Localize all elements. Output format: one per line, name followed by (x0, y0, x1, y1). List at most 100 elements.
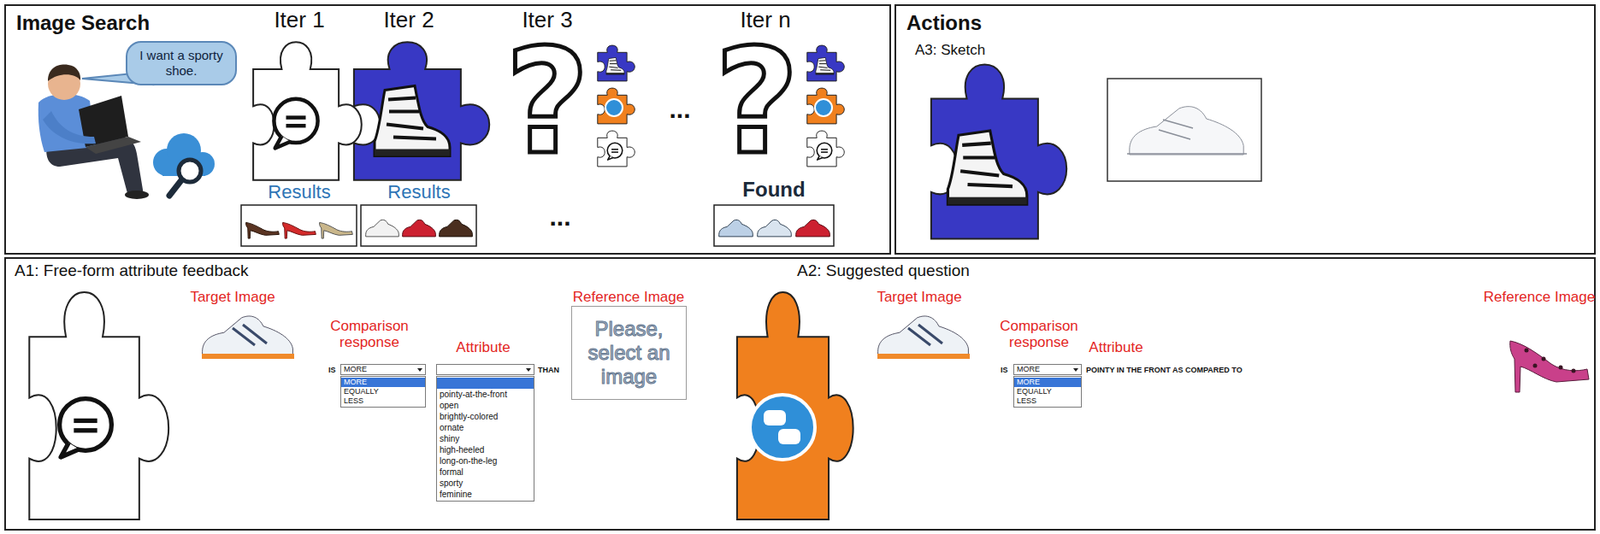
ellipsis: ... (549, 201, 571, 233)
actions-panel: ActionsA3: Sketch (894, 4, 1596, 255)
ellipsis: ... (668, 94, 691, 125)
field-caption: Attribute (455, 339, 510, 357)
result-strips (439, 219, 473, 237)
question-mark: ? (505, 29, 591, 175)
iteration-pieces (374, 86, 450, 157)
speech-text: I want a sporty shoe. (134, 47, 229, 79)
result-strips (241, 205, 834, 247)
result-strips (246, 222, 280, 239)
iteration-pieces (807, 88, 845, 124)
feedback-illustrations (749, 395, 815, 461)
option-text: sporty (436, 478, 534, 490)
option-text: LESS (341, 396, 426, 407)
reference-box: Please, select an image (571, 306, 687, 401)
option-text: feminine (436, 489, 534, 501)
label-slot: Results (267, 181, 331, 204)
feedback-illustrations (908, 324, 943, 346)
option-text: open (436, 400, 534, 412)
panel-title: Actions (906, 11, 982, 36)
feedback-illustrations (201, 354, 295, 360)
placeholder-text: Please, select an image (577, 317, 681, 390)
sketch-action (1107, 78, 1262, 182)
option-text: EQUALLY (1014, 387, 1081, 397)
iteration-pieces (253, 41, 362, 180)
image-caption: Target Image (876, 289, 962, 307)
result-strips (402, 219, 437, 237)
iteration-pieces (814, 99, 833, 117)
feedback-illustrations (778, 429, 801, 445)
feedback-illustrations (232, 324, 267, 346)
label-slot: Reference Image (1483, 289, 1595, 307)
feedback-illustrations (1571, 369, 1577, 374)
iteration-pieces (807, 45, 845, 82)
user-figure (124, 190, 149, 200)
sketch-action (931, 64, 1067, 239)
speech-bubble: I want a sporty shoe. (125, 41, 237, 86)
iteration-pieces (354, 41, 490, 180)
feedback-illustrations (763, 410, 786, 426)
feedback-illustrations (1541, 357, 1547, 362)
text-slot: Actions (906, 11, 982, 36)
action-title: A2: Suggested question (797, 261, 970, 282)
form-word: THAN (537, 366, 560, 376)
iteration-pieces (597, 45, 635, 82)
found-logo: Found (742, 177, 805, 203)
feedback-illustrations (1533, 364, 1538, 369)
iteration-pieces (605, 99, 623, 117)
label-slot: ? (714, 29, 800, 175)
label-slot: POINTY IN THE FRONT AS COMPARED TO (1086, 366, 1243, 376)
select-value: MORE (343, 365, 414, 375)
result-strips (366, 219, 400, 237)
result-strips (360, 205, 477, 247)
feedback-illustrations (1558, 366, 1564, 371)
iteration-pieces (607, 142, 623, 160)
iteration-pieces (816, 142, 833, 160)
results-label: Results (267, 181, 331, 204)
panel-title: Image Search (16, 11, 150, 36)
comparison-select: MORE (1013, 364, 1082, 376)
label-slot: IS (1000, 366, 1009, 376)
iteration-pieces (597, 130, 635, 167)
label-slot: Comparison response (987, 318, 1091, 351)
search-cloud (153, 133, 215, 196)
feedback-illustrations (202, 316, 294, 357)
iteration-pieces (807, 130, 845, 167)
action-title: A1: Free-form attribute feedback (14, 261, 249, 282)
feedback-illustrations (1524, 348, 1530, 354)
result-strips (283, 222, 317, 239)
comparison-options: MOREEQUALLYLESS (1013, 376, 1082, 408)
result-strips (714, 205, 834, 247)
highlight-row (436, 377, 534, 390)
sketch-action (1129, 106, 1244, 155)
form-word: IS (328, 366, 337, 376)
feedback-illustrations (29, 292, 1589, 520)
comparison-options: MOREEQUALLYLESS (340, 376, 426, 408)
feedback-illustrations (1510, 341, 1589, 393)
iteration-pieces (815, 57, 834, 75)
image-caption: Target Image (189, 289, 275, 307)
results-label: Results (387, 181, 450, 204)
result-strips (241, 205, 357, 247)
action-title: A3: Sketch (915, 41, 986, 60)
sketch-action (1127, 119, 1247, 154)
label-slot: Target Image (189, 289, 275, 307)
label-slot: ... (668, 94, 691, 125)
option-text: long-on-the-leg (436, 455, 534, 467)
feedback-illustrations (737, 292, 854, 520)
option-text: MORE (341, 377, 426, 388)
label-slot: ? (505, 29, 591, 175)
question-mark: ? (714, 29, 800, 175)
option-text: high-heeled (436, 444, 534, 456)
option-text: pointy-at-the-front (436, 389, 534, 401)
search-cloud (169, 180, 182, 196)
label-slot: Target Image (876, 289, 962, 307)
label-slot: Reference Image (572, 289, 685, 307)
label-slot: Iter 2 (383, 6, 434, 34)
field-caption: Comparison response (318, 318, 421, 351)
iteration-pieces (273, 99, 318, 149)
label-slot: ... (549, 201, 571, 233)
image-caption: Reference Image (572, 289, 685, 307)
feedback-illustrations (877, 354, 970, 360)
option-text: LESS (1014, 396, 1081, 407)
result-strips (757, 219, 792, 237)
